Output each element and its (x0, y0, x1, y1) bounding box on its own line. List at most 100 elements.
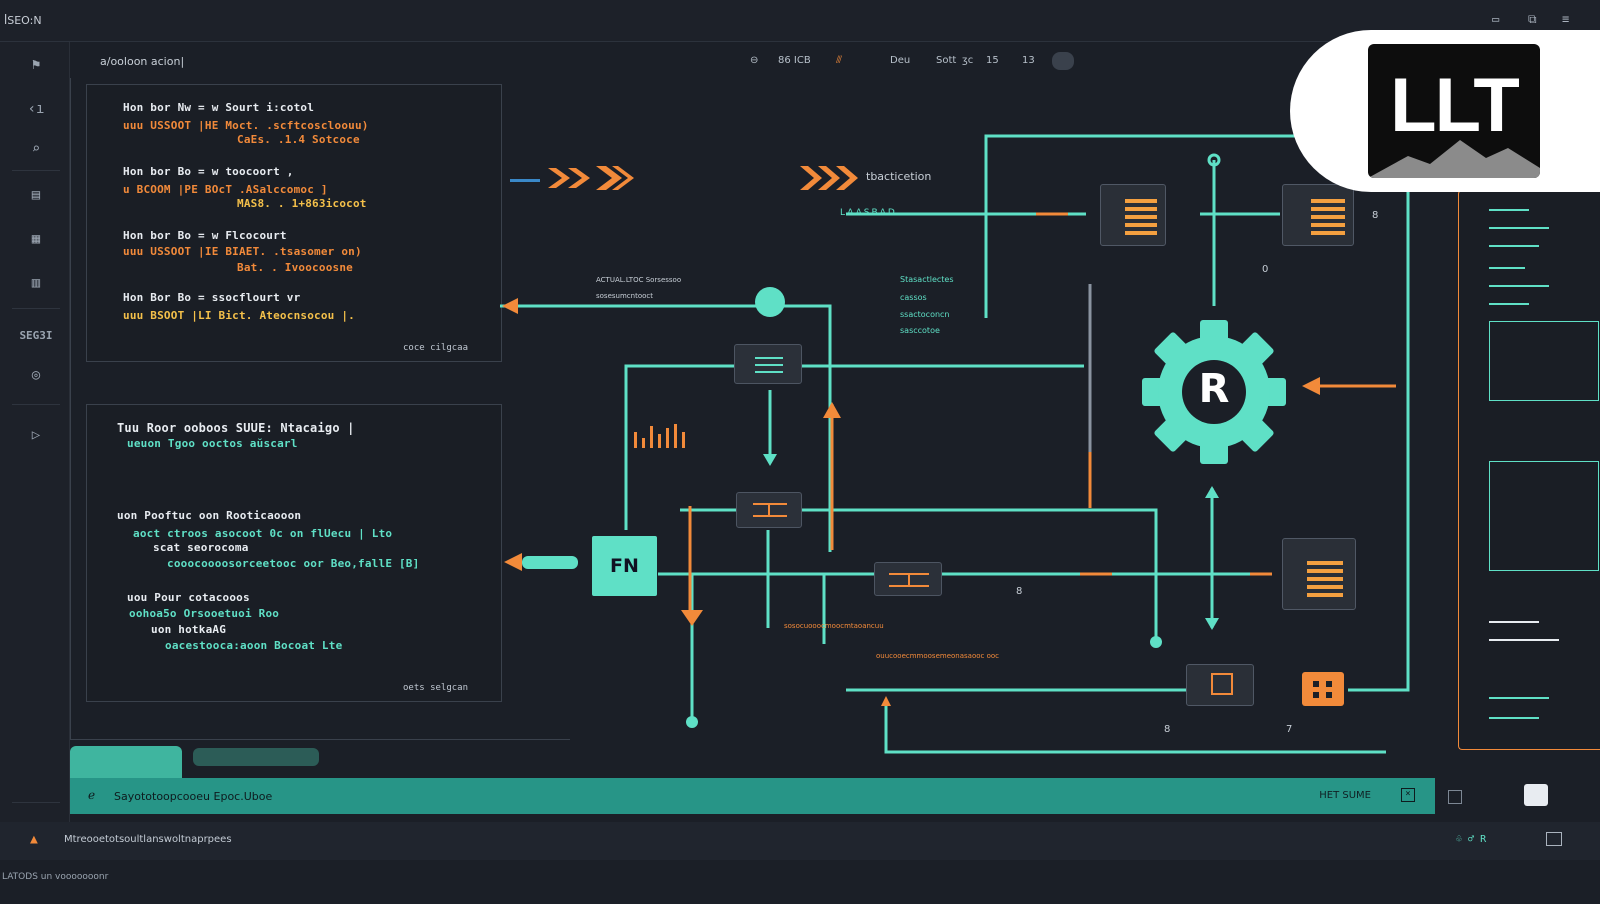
side-label: cassos (900, 293, 927, 302)
toolbar-item-6[interactable]: 13 (1022, 55, 1035, 66)
status-text: Sayototoopcooeu Epoc.Uboe (114, 790, 273, 803)
brand-logo-badge: LLT (1290, 30, 1600, 192)
sidebar-item-layers[interactable]: ▦ (31, 231, 41, 247)
chip-node[interactable] (1186, 664, 1254, 706)
wire (680, 508, 1158, 642)
small-box-label: LAASBAD (840, 208, 897, 218)
junction-node (755, 287, 785, 317)
code-line: scat seorocoma (153, 541, 249, 554)
code-line: uuu BSOOT |LI Bict. Ateocnsocou |. (123, 309, 355, 322)
function-block[interactable]: FN (592, 536, 657, 596)
code-line: CaEs. .1.4 Sotcoce (237, 133, 360, 146)
target-icon[interactable]: ◎ (31, 367, 41, 383)
code-line: Bat. . Ivoocoosne (237, 261, 353, 274)
orange-tool-icon[interactable]: ⫻ (836, 55, 842, 66)
code-panel-bottom[interactable]: Tuu Roor ooboos SUUE: Ntacaigo | ueuon T… (86, 404, 502, 702)
wire (984, 134, 1298, 318)
play-icon[interactable]: ▷ (31, 427, 41, 443)
status-bar: ℯ Sayototoopcooeu Epoc.Uboe HET SUME × (70, 778, 1435, 814)
panel-footer-label: oets selgcan (403, 683, 469, 693)
code-line: uon hotkaAG (151, 623, 227, 636)
code-line: Tuu Roor ooboos SUUE: Ntacaigo | (117, 421, 355, 435)
progress-tab[interactable] (193, 748, 319, 766)
junction-node (1150, 636, 1162, 648)
diagram-title: tbacticetion (866, 170, 932, 183)
panel-footer-label: coce cilgcaa (403, 343, 469, 353)
app-title: ꟾSEO:N (4, 14, 42, 27)
toolbar-item-5[interactable]: 15 (986, 55, 999, 66)
wire (884, 700, 1386, 754)
arrow-tail (522, 556, 578, 569)
editor-toolbar: a/ooloon acion| ⊖ 86 ICB ⫻ Deu Sott ʒc 1… (86, 44, 1296, 78)
keyboard-icon[interactable] (1524, 784, 1548, 806)
number-label: 8 (1164, 724, 1171, 735)
code-line: uon Pooftuc oon Rooticaooon (117, 509, 302, 522)
close-icon[interactable]: × (1401, 788, 1415, 802)
mid-label: sosesumcntooct (596, 292, 653, 300)
toolbar-item-1[interactable]: 86 ICB (778, 55, 811, 66)
active-tab[interactable] (70, 746, 182, 778)
brand-logo: LLT (1368, 44, 1540, 178)
sidebar-item-grid[interactable]: ▥ (31, 275, 41, 291)
wire (624, 364, 1084, 530)
title-bar: ꟾSEO:N ▭ ⧉ ≡ (0, 0, 1600, 42)
toolbar-item-4[interactable]: ʒc (962, 55, 974, 66)
editor-area (70, 78, 570, 740)
chip-node[interactable] (1282, 184, 1354, 246)
code-line: MAS8. . 1+863icocot (237, 197, 367, 210)
junction-node (686, 716, 698, 728)
side-label: Stasactlectes (900, 275, 954, 284)
breadcrumb[interactable]: a/ooloon acion| (100, 55, 185, 68)
sidebar-item-label[interactable]: SEG3I (19, 328, 53, 342)
number-label: 8 (1372, 210, 1379, 221)
panel-icon[interactable] (1448, 790, 1462, 804)
gear-icon (1142, 320, 1286, 464)
menu-icon[interactable]: ≡ (1562, 12, 1570, 26)
divider (12, 802, 60, 803)
warning-icon: ▲ (30, 832, 38, 847)
gate-node[interactable] (874, 562, 942, 596)
chevron-icons (548, 166, 858, 190)
code-line: ueuon Tgoo ooctos aŭscarl (127, 437, 298, 450)
chip-node[interactable] (1282, 538, 1356, 610)
restore-icon[interactable]: ⧉ (1528, 12, 1537, 26)
arrow-left-icon (504, 553, 522, 571)
toolbar-item-2[interactable]: Deu (890, 55, 911, 66)
link-icon[interactable]: ⊖ (750, 55, 759, 66)
divider (12, 170, 60, 171)
code-icon[interactable]: ‹ı (27, 101, 45, 117)
chip-node[interactable] (1100, 184, 1166, 246)
side-label: sasccotoe (900, 326, 940, 335)
status-right: HET SUME (1319, 790, 1371, 801)
divider (12, 308, 60, 309)
status-icons[interactable]: ♧ ♂ R (1456, 834, 1487, 845)
flag-icon[interactable]: ⚑ (31, 57, 41, 73)
code-line: oacestooca:aoon Bocoat Lte (165, 639, 343, 652)
arrow-down-icon (763, 454, 777, 466)
orange-node[interactable] (1302, 672, 1344, 706)
bottom-label: ouucooecmmoosemeonasaooc ooc (876, 652, 1000, 660)
code-line: Hon bor Bo = w toocoort , (123, 165, 294, 178)
code-line: cooocoooosorceetooc oor Beo,fallE [B] (167, 557, 420, 570)
window-icon[interactable] (1546, 832, 1562, 846)
toolbar-item-3[interactable]: Sott (936, 55, 957, 66)
number-label: 0 (1262, 264, 1269, 275)
code-line: Hon Bor Bo = ssocflourt vr (123, 291, 301, 304)
output-message: Mtreooetotsoultlanswoltnaprpees (64, 834, 232, 845)
info-icon: ℯ (88, 788, 96, 802)
toolbar-toggle[interactable] (1052, 52, 1074, 70)
code-line: uou Pour cotacooos (127, 591, 250, 604)
code-line: Hon bor Bo = w Flcocourt (123, 229, 287, 242)
gate-node[interactable] (736, 492, 802, 528)
sidebar-item-files[interactable]: ▤ (31, 187, 41, 203)
bottom-label: sosocuooocmoocmtaoancuu (784, 622, 884, 630)
code-line: Hon bor Nw = w Sourt i:cotol (123, 101, 315, 114)
mid-label: ACTUAL.LTOC Sorsessoo (596, 276, 682, 284)
right-inspector-panel[interactable] (1458, 190, 1600, 750)
search-icon[interactable]: ⌕ (31, 141, 41, 157)
list-node[interactable] (734, 344, 802, 384)
side-label: ssactoconcn (900, 310, 950, 319)
code-panel-top[interactable]: Hon bor Nw = w Sourt i:cotol uuu USSOOT … (86, 84, 502, 362)
minimize-icon[interactable]: ▭ (1492, 12, 1500, 26)
